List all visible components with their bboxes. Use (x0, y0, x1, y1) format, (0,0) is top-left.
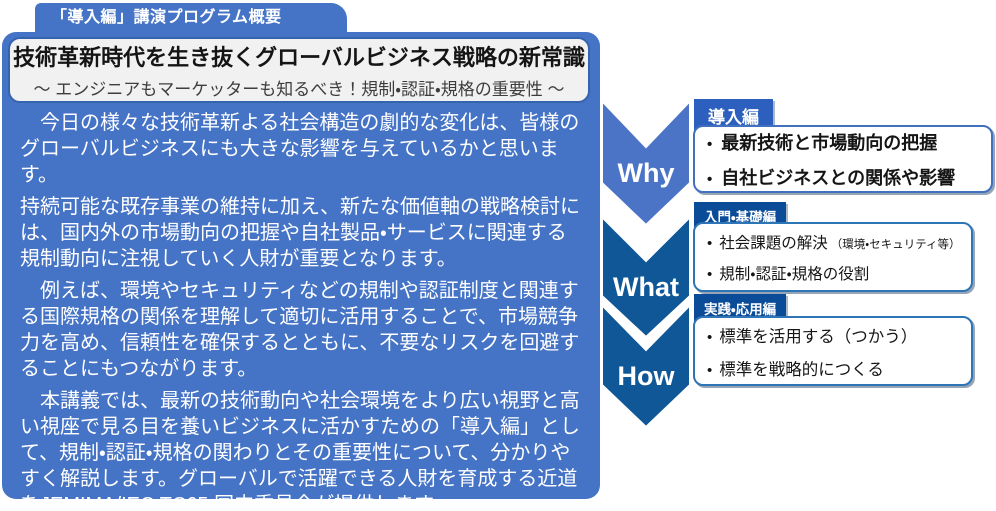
chevron-down-icon (601, 100, 691, 226)
section-box-practice: 標準を活用する（つかう） 標準を戦略的につくる (693, 316, 973, 386)
list-item: 規制・認証・規格の役割 (707, 262, 963, 284)
flow-step-how: How (601, 304, 691, 428)
section-box-intro: 最新技術と市場動向の把握 自社ビジネスとの関係や影響 (693, 125, 993, 193)
flow-step-what-label: What (613, 272, 679, 303)
lecture-title: 技術革新時代を生き抜くグローバルビジネス戦略の新常識 (13, 45, 585, 70)
list-item: 最新技術と市場動向の把握 (707, 129, 983, 155)
bullet-icon (707, 235, 719, 253)
lecture-summary-panel: 技術革新時代を生き抜くグローバルビジネス戦略の新常識 ～ エンジニアもマーケッタ… (2, 32, 600, 511)
bullet-icon (707, 362, 719, 380)
flow-step-how-label: How (617, 361, 675, 392)
bullet-icon (707, 266, 719, 284)
lecture-description: 今日の様々な技術革新よる社会構造の劇的な変化は、皆様のグローバルビジネスにも大き… (20, 110, 584, 511)
description-paragraph-3: 例えば、環境やセキュリティなどの規制や認証制度と関連する国際規格の関係を理解して… (20, 280, 580, 380)
chevron-down-icon (601, 304, 691, 428)
list-item: 社会課題の解決 （環境・セキュリティ等） (707, 231, 963, 253)
bullet-text: 規制・認証・規格の役割 (719, 265, 870, 283)
bullet-icon (707, 329, 719, 347)
flow-step-what: What (601, 216, 691, 338)
description-paragraph-4: 本講義では、最新の技術動向や社会環境をより広い視野と高い視座で見る目を養いビジネ… (20, 390, 580, 511)
bullet-icon (707, 171, 721, 189)
list-item: 標準を戦略的につくる (707, 356, 963, 380)
bullet-text: 最新技術と市場動向の把握 (721, 132, 938, 153)
flow-step-why: Why (601, 100, 691, 226)
description-paragraph-1: 今日の様々な技術革新よる社会構造の劇的な変化は、皆様のグローバルビジネスにも大き… (20, 112, 580, 186)
bullet-text: 標準を活用する（つかう） (719, 327, 918, 346)
section-box-basics: 社会課題の解決 （環境・セキュリティ等） 規制・認証・規格の役割 (693, 222, 973, 292)
lecture-title-box: 技術革新時代を生き抜くグローバルビジネス戦略の新常識 ～ エンジニアもマーケッタ… (8, 37, 590, 103)
lecture-subtitle: ～ エンジニアもマーケッターも知るべき！規制・認証・規格の重要性 ～ (33, 80, 565, 99)
bullet-text: 社会課題の解決 (719, 234, 828, 252)
bullet-note: （環境・セキュリティ等） (830, 238, 961, 251)
bullet-text: 標準を戦略的につくる (719, 360, 884, 379)
program-overview-tab: 「導入編」講演プログラム概要 (35, 3, 347, 33)
bullet-text: 自社ビジネスとの関係や影響 (721, 167, 956, 188)
description-paragraph-2: 持続可能な既存事業の維持に加え、新たな価値軸の戦略検討には、国内外の市場動向の把… (20, 196, 580, 270)
list-item: 自社ビジネスとの関係や影響 (707, 164, 983, 190)
list-item: 標準を活用する（つかう） (707, 323, 963, 347)
chevron-down-icon (601, 216, 691, 338)
flow-step-why-label: Why (617, 157, 675, 188)
bullet-icon (707, 136, 721, 154)
